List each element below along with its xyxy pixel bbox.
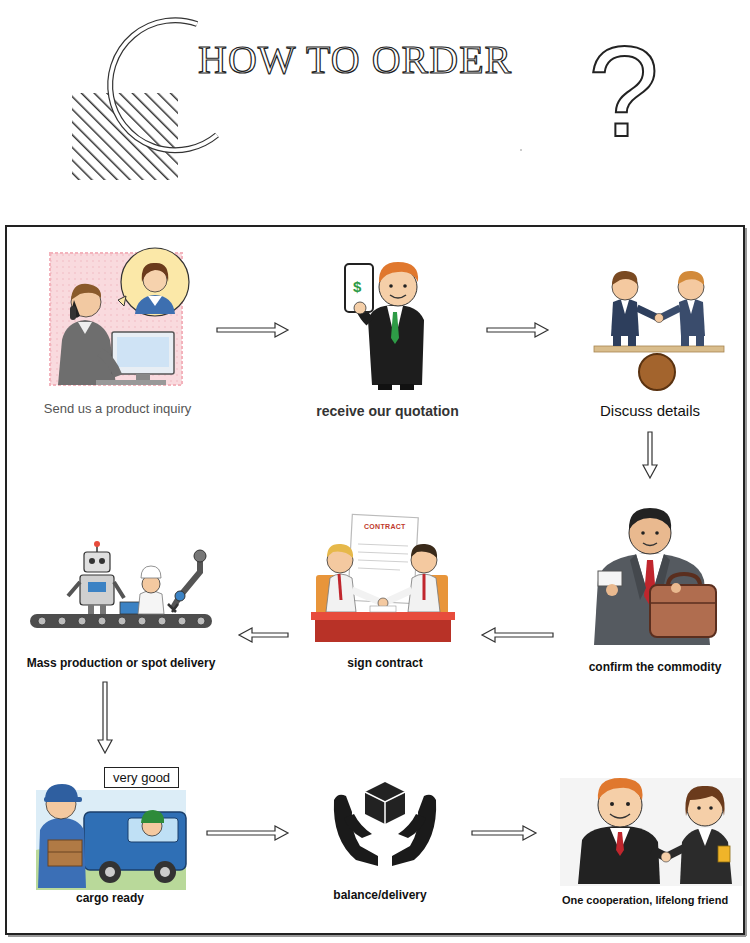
flow-arrow [482, 628, 553, 642]
document-heading: CONTRACT [364, 523, 406, 530]
step-box: Discuss details [560, 250, 740, 420]
step-caption: sign contract [347, 656, 422, 670]
flow-arrow [217, 323, 288, 337]
step-caption: cargo ready [76, 891, 144, 905]
step-box: sign contract [300, 510, 470, 670]
step-caption: Mass production or spot delivery [27, 656, 216, 670]
flow-arrow [98, 682, 112, 753]
step-box: confirm the commodity [565, 490, 745, 674]
question-mark: ? [588, 28, 659, 156]
step-caption: confirm the commodity [589, 660, 722, 674]
step-box: receive our quotation [300, 250, 475, 420]
flow-arrow [239, 628, 288, 642]
step-caption: Discuss details [600, 402, 700, 420]
step-caption: Send us a product inquiry [44, 401, 191, 417]
step-caption: balance/delivery [333, 888, 426, 902]
step-caption: One cooperation, lifelong friend [562, 894, 728, 907]
step-box: balance/delivery [300, 775, 460, 902]
step-caption: receive our quotation [316, 403, 458, 420]
step-box: Send us a product inquiry [30, 245, 205, 417]
flow-arrow [472, 826, 536, 840]
page-title: HOW TO ORDER [198, 40, 512, 80]
flow-arrow [487, 323, 548, 337]
price-symbol: $ [353, 279, 361, 294]
flow-arrow [207, 826, 288, 840]
flow-arrow [643, 432, 657, 478]
step-box: One cooperation, lifelong friend [548, 775, 742, 907]
speech-bubble: very good [104, 767, 179, 788]
step-box: Mass production or spot delivery [15, 540, 227, 670]
